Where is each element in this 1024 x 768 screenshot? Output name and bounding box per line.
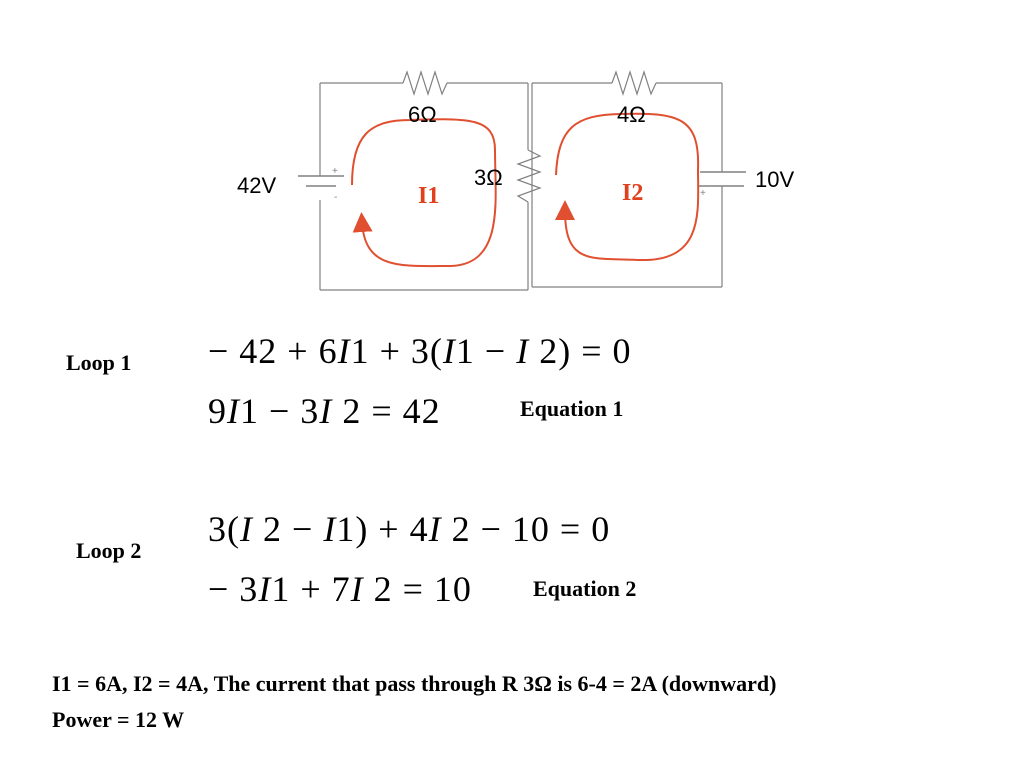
loop2-equation-simplified: − 3I1 + 7I 2 = 10 — [208, 568, 472, 610]
eq-part: 2) = 0 — [529, 331, 632, 371]
equation-2-label: Equation 2 — [533, 576, 637, 601]
eq-current-var: I — [337, 331, 351, 371]
resistor-3ohm-label: 3Ω — [474, 165, 503, 190]
loop1-label: Loop 1 — [66, 350, 132, 375]
eq-part: 1 − — [455, 331, 517, 371]
loop-current-label-1: I1 — [418, 183, 439, 209]
result-power-line: Power = 12 W — [52, 707, 185, 732]
result-currents-line: I1 = 6A, I2 = 4A, The current that pass … — [52, 671, 777, 696]
eq-part: 3( — [208, 509, 240, 549]
left-source-minus-sign: - — [334, 192, 337, 203]
eq-part: 2 = 42 — [332, 391, 441, 431]
circuit-diagram: 6Ω 4Ω 3Ω 42V 10V I1 I2 + - + — [237, 70, 794, 291]
resistor-6ohm-symbol — [402, 70, 448, 96]
resistor-3ohm-symbol — [516, 149, 542, 203]
equation-1-label: Equation 1 — [520, 396, 624, 421]
eq-part: − 42 + 6 — [208, 331, 338, 371]
eq-current-var: I — [442, 331, 456, 371]
resistor-4ohm-label: 4Ω — [617, 102, 646, 127]
left-source-plus-sign: + — [332, 166, 338, 177]
eq-current-var: I — [240, 509, 253, 549]
loop-current-label-2: I2 — [622, 180, 643, 206]
eq-part: 2 = 10 — [363, 569, 472, 609]
resistor-4ohm-symbol — [611, 70, 657, 96]
eq-part: 1 − 3 — [240, 391, 320, 431]
eq-part: 9 — [208, 391, 227, 431]
loop2-label: Loop 2 — [76, 538, 142, 563]
eq-current-var: I — [516, 331, 530, 371]
eq-current-var: I — [323, 509, 337, 549]
eq-current-var: I — [227, 391, 240, 431]
battery-10v-symbol — [698, 171, 746, 187]
source-42v-label: 42V — [237, 173, 276, 198]
right-source-plus-sign: + — [700, 188, 706, 199]
loop1-equation-simplified: 9I1 − 3I 2 = 42 — [208, 390, 441, 432]
eq-current-var: I — [258, 569, 272, 609]
eq-current-var: I — [428, 509, 442, 549]
eq-part: − 3 — [208, 569, 259, 609]
battery-42v-symbol — [298, 175, 344, 187]
loop1-equation-kvl: − 42 + 6I1 + 3(I1 − I 2) = 0 — [208, 330, 632, 372]
source-10v-label: 10V — [755, 167, 794, 192]
eq-part: 1 + 3( — [350, 331, 443, 371]
eq-part: 1 + 7 — [271, 569, 351, 609]
resistor-6ohm-label: 6Ω — [408, 102, 437, 127]
loop2-equation-kvl: 3(I 2 − I1) + 4I 2 − 10 = 0 — [208, 508, 610, 550]
loop-current-arrow-2 — [555, 112, 700, 262]
eq-part: 2 − 10 = 0 — [441, 509, 611, 549]
eq-part: 2 − — [253, 509, 324, 549]
eq-current-var: I — [350, 569, 364, 609]
eq-current-var: I — [319, 391, 333, 431]
eq-part: 1) + 4 — [336, 509, 429, 549]
loop-current-arrow-1 — [351, 118, 497, 268]
